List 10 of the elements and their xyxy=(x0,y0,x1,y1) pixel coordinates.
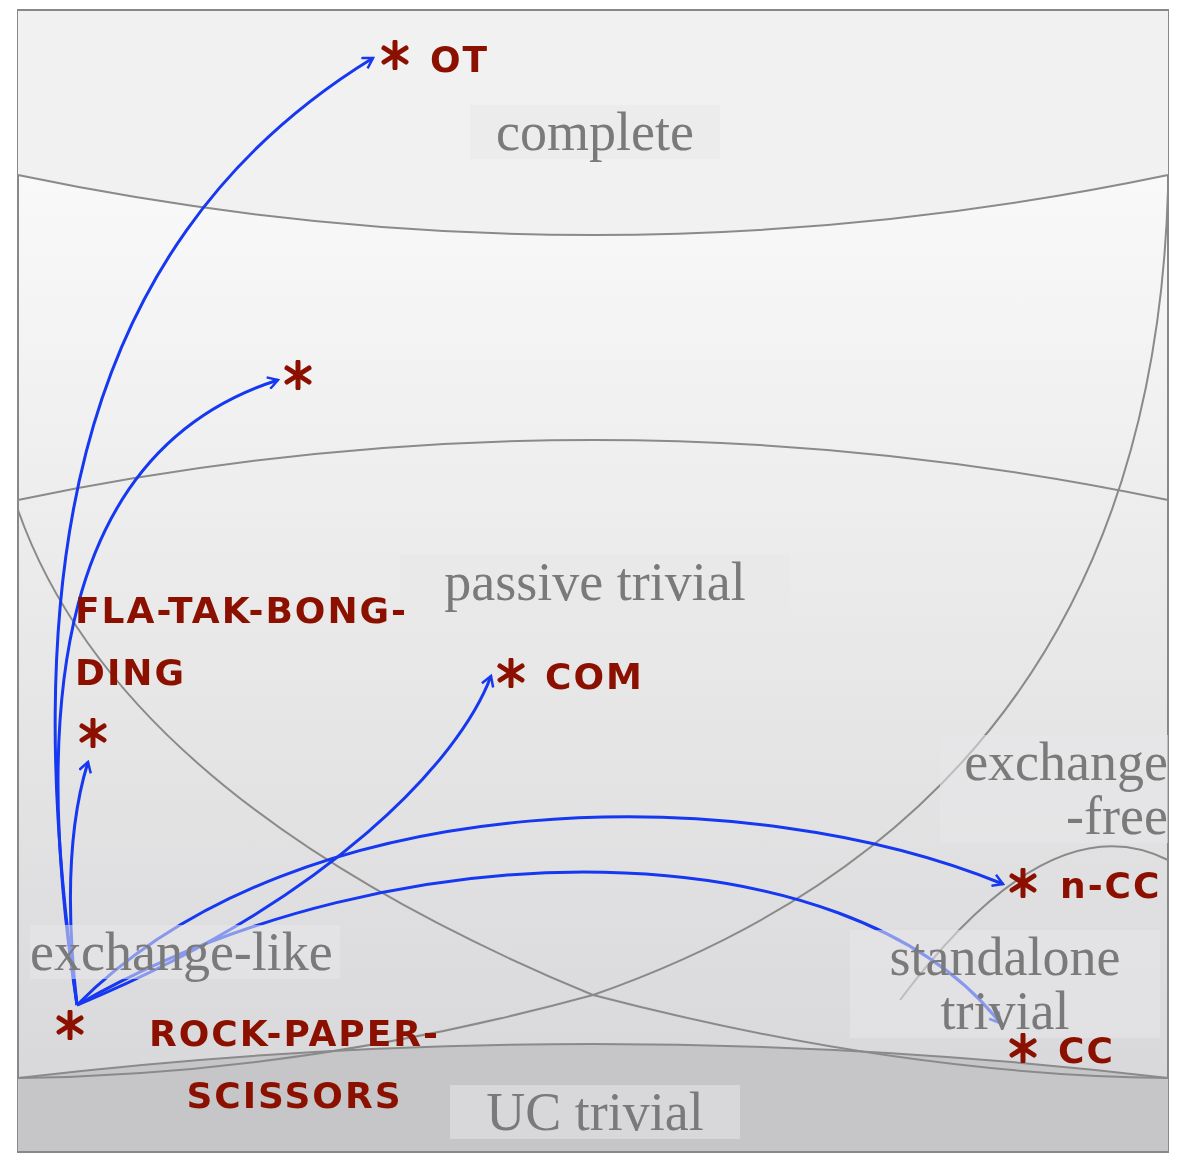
arrow xyxy=(76,674,494,1007)
region-label: exchange -free xyxy=(940,735,1168,843)
arrow xyxy=(76,815,1005,1007)
node-label: n-CC xyxy=(1060,864,1163,908)
arrow xyxy=(76,870,1002,1025)
region-label: UC trivial xyxy=(450,1085,740,1139)
node-label: OT xyxy=(430,38,491,82)
arrow xyxy=(69,760,93,1006)
node-label: COM xyxy=(545,655,645,699)
node-label: ROCK-PAPER-SCISSORS xyxy=(147,1012,441,1118)
